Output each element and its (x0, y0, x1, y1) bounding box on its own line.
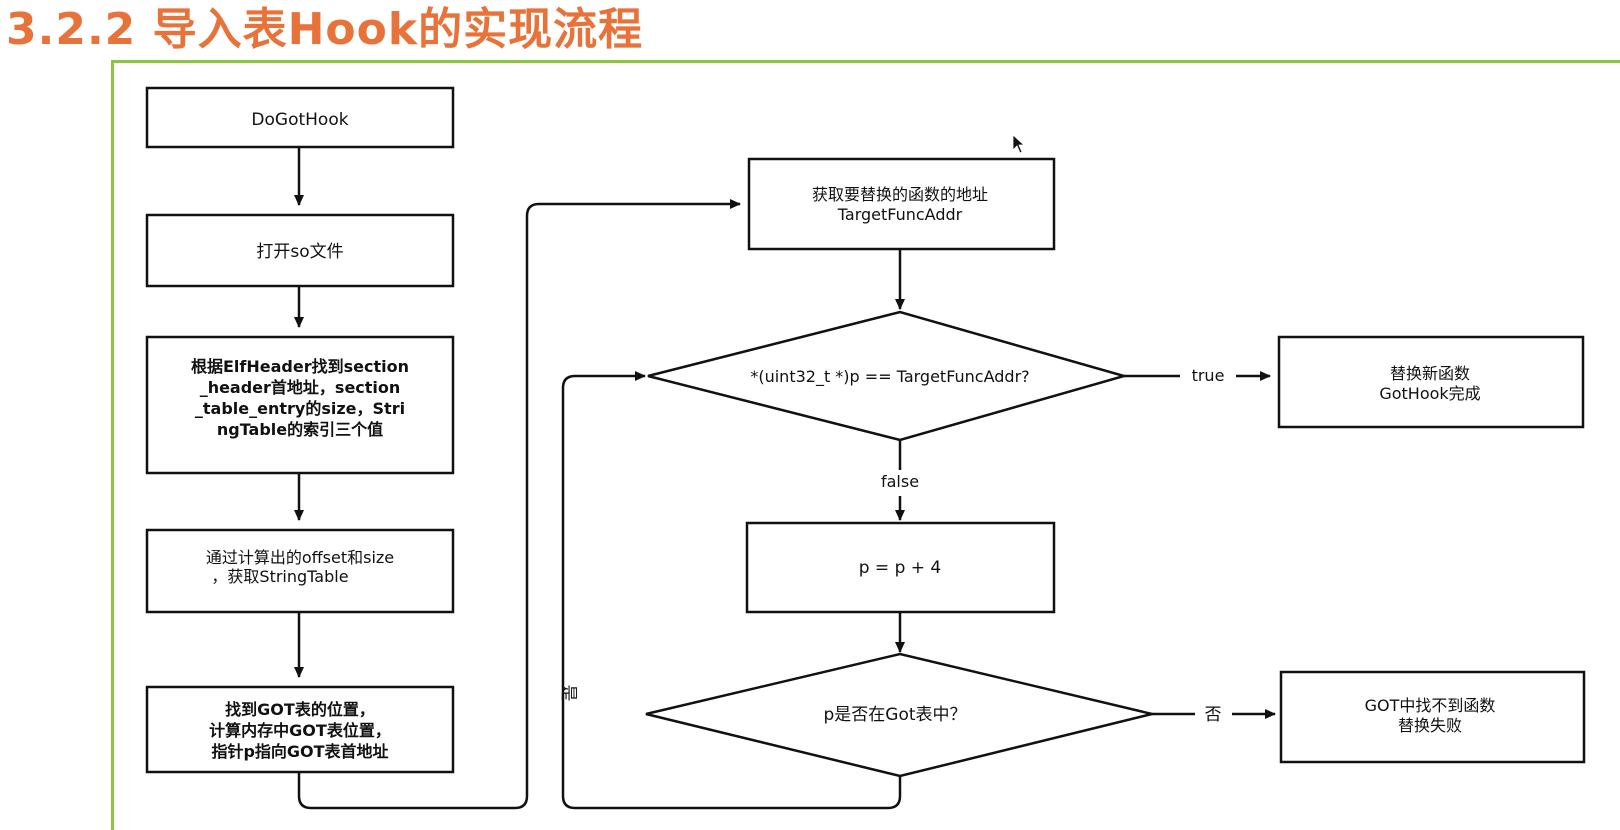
node-increment-text-0: p = p + 4 (859, 558, 942, 578)
node-find-section: 根据ElfHeader找到section _header首地址，section … (145, 335, 455, 475)
node-get-target-text-0: 获取要替换的函数的地址 (812, 185, 988, 204)
edge-label-no: 否 (1205, 705, 1222, 725)
node-dogothook-text-0: DoGotHook (251, 110, 348, 130)
edge-in-got-yes-loop (561, 371, 902, 810)
node-get-target-text-1: TargetFuncAddr (837, 205, 963, 224)
slide-title: 3.2.2 导入表Hook的实现流程 (6, 4, 644, 55)
node-compare-text-0: *(uint32_t *)p == TargetFuncAddr? (750, 367, 1029, 387)
node-fail: GOT中找不到函数 替换失败 (1279, 670, 1586, 764)
edge-label-true: true (1192, 366, 1225, 385)
node-find-section-text-3: ngTable的索引三个值 (217, 420, 383, 439)
connectors (294, 147, 1276, 810)
node-replace-done-text-1: GotHook完成 (1379, 384, 1480, 403)
node-fail-text-0: GOT中找不到函数 (1365, 696, 1496, 715)
edge-label-yes: 是 (558, 685, 578, 702)
node-fail-text-1: 替换失败 (1398, 716, 1462, 735)
node-find-section-text-0: 根据ElfHeader找到section (191, 357, 409, 376)
node-get-stringtable-text-1: ，获取StringTable (211, 567, 348, 586)
node-in-got: p是否在Got表中？ (645, 652, 1153, 778)
edge-label-false: false (881, 472, 919, 491)
node-find-got-text-1: 计算内存中GOT表位置， (209, 721, 391, 740)
node-compare: *(uint32_t *)p == TargetFuncAddr? (647, 310, 1129, 442)
node-replace-done-text-0: 替换新函数 (1390, 364, 1470, 383)
node-get-target: 获取要替换的函数的地址 TargetFuncAddr (747, 157, 1056, 251)
node-increment: p = p + 4 (745, 521, 1056, 614)
node-open-so-text-0: 打开so文件 (256, 242, 343, 262)
content-frame (111, 60, 1620, 830)
edge-find-got-get-target (297, 199, 741, 810)
node-replace-done: 替换新函数 GotHook完成 (1277, 335, 1585, 429)
mouse-cursor-icon (1012, 134, 1026, 154)
node-find-section-text-2: _table_entry的size，Stri (195, 399, 405, 418)
node-get-stringtable-text-0: 通过计算出的offset和size (206, 548, 394, 567)
node-get-stringtable: 通过计算出的offset和size ，获取StringTable (145, 528, 455, 614)
node-find-got-text-2: 指针p指向GOT表首地址 (211, 742, 388, 761)
node-in-got-text-0: p是否在Got表中？ (823, 705, 966, 725)
node-find-got-text-0: 找到GOT表的位置， (225, 700, 375, 719)
node-find-got: 找到GOT表的位置， 计算内存中GOT表位置， 指针p指向GOT表首地址 (145, 685, 455, 774)
node-find-section-text-1: _header首地址，section (200, 378, 401, 397)
node-open-so: 打开so文件 (145, 213, 455, 288)
node-dogothook: DoGotHook (145, 86, 455, 149)
